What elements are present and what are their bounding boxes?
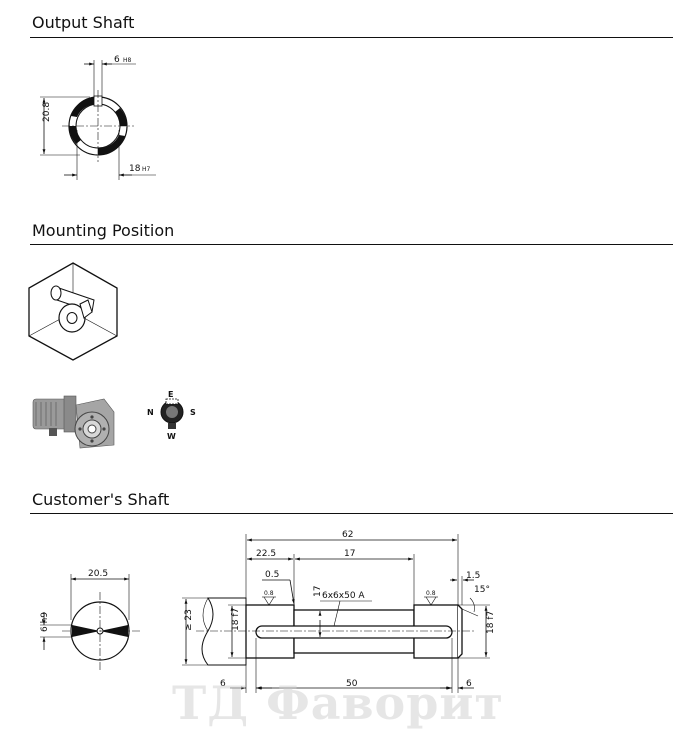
- chamfer-left-label: 0.5: [265, 570, 279, 580]
- length-50-label: 50: [346, 679, 358, 689]
- key-depth-label: 17: [313, 586, 323, 597]
- bore-height-label: 20.8: [42, 102, 52, 122]
- customers-shaft-title: Customer's Shaft: [32, 490, 170, 509]
- right-6-label: 6: [466, 679, 472, 689]
- gear-motor-icon: [50, 285, 95, 333]
- end-key-label: 6 h9: [40, 612, 50, 632]
- customers-shaft-rule: [30, 513, 673, 514]
- mounting-position-title: Mounting Position: [32, 221, 175, 240]
- mounting-compass: E N S W: [147, 390, 196, 441]
- compass-e: E: [168, 390, 173, 399]
- left-6-label: 6: [220, 679, 226, 689]
- shaft-side-view: 62 22.5 17 0.5 0.8 0.8 6x6x50 A 17 ≥: [182, 530, 496, 693]
- bore-tol-label: H7: [142, 166, 151, 173]
- compass-n: N: [147, 408, 154, 417]
- roughness-right-label: 0.8: [426, 590, 436, 597]
- min-dia-label: ≥ 23: [184, 609, 194, 631]
- bore-label: 18: [129, 164, 141, 174]
- gear-motor-photo: [32, 395, 115, 449]
- key-length-label: 17: [344, 549, 355, 559]
- watermark: ТД Фаворит: [172, 676, 505, 730]
- shaft-end-view: 20.5 6 h9: [40, 569, 140, 670]
- compass-s: S: [190, 408, 196, 417]
- end-width-label: 20.5: [88, 569, 108, 579]
- dia-right-label: 18 f7: [486, 611, 496, 634]
- groove-label: 1.5: [466, 571, 480, 581]
- output-shaft-drawing: 6 H8 20.8 18 H7: [40, 55, 156, 180]
- dia-left-label: 18 f7: [231, 608, 241, 631]
- compass-w: W: [167, 432, 176, 441]
- roughness-left-label: 0.8: [264, 590, 274, 597]
- key-width-tol-label: H8: [123, 57, 132, 64]
- mounting-cube-drawing: [28, 262, 118, 361]
- key-spec-label: 6x6x50 A: [322, 591, 365, 601]
- key-width-label: 6: [114, 55, 120, 65]
- overall-length-label: 62: [342, 530, 353, 540]
- angle-label: 15°: [474, 585, 490, 595]
- output-shaft-rule: [30, 37, 673, 38]
- to-key-label: 22.5: [256, 549, 276, 559]
- mounting-position-rule: [30, 244, 673, 245]
- output-shaft-title: Output Shaft: [32, 13, 135, 32]
